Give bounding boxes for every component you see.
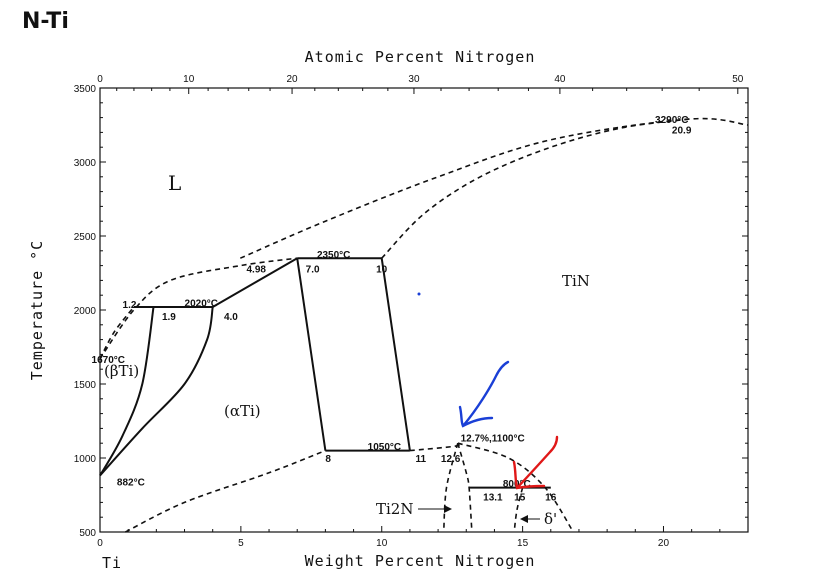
point-annotation: 4.98 <box>247 265 267 276</box>
solid-boundary <box>296 258 327 451</box>
pointer-arrows <box>418 505 540 523</box>
phase-label-tin: TiN <box>562 272 590 290</box>
dashed-boundary <box>457 442 574 533</box>
x2-tick-label: 50 <box>732 74 744 85</box>
phase-label-alpha-ti: (αTi) <box>224 402 261 420</box>
dashed-boundary <box>125 449 326 533</box>
x2-tick-label: 0 <box>97 74 103 85</box>
point-annotation: 15 <box>514 492 526 503</box>
point-annotation: 1.2 <box>123 300 137 311</box>
point-annotation: 20.9 <box>672 125 692 136</box>
y-tick-label: 2500 <box>74 232 97 243</box>
plot-frame <box>99 87 749 533</box>
y-axis-label: Temperature °C <box>28 240 46 380</box>
point-annotation: 1670°C <box>92 355 125 366</box>
blue-dot <box>417 292 421 296</box>
x2-tick-label: 30 <box>408 74 420 85</box>
point-annotation: 882°C <box>117 478 145 489</box>
solid-boundary <box>380 258 411 451</box>
point-annotation: 16 <box>545 492 557 503</box>
point-annotation: 2350°C <box>317 250 350 261</box>
x-tick-label: 5 <box>238 538 244 549</box>
x2-tick-label: 40 <box>554 74 566 85</box>
phase-label-ti2n: Ti2N <box>376 500 413 518</box>
red-check-mark <box>512 435 559 490</box>
solid-boundary <box>212 257 298 308</box>
phase-boundaries <box>99 117 749 533</box>
ti-end-label: Ti <box>102 554 122 572</box>
point-annotation: 3290°C <box>655 115 688 126</box>
dashed-boundary <box>409 442 461 452</box>
chart-title: N-Ti <box>22 9 69 34</box>
solid-boundary <box>99 306 214 477</box>
ti2n-arrow-head <box>444 505 452 513</box>
phase-label-beta-ti: (βTi) <box>104 362 139 380</box>
x-axis-label: Weight Percent Nitrogen <box>305 552 536 570</box>
y-tick-label: 3500 <box>74 84 97 95</box>
x-tick-label: 0 <box>97 538 103 549</box>
top-axis-label: Atomic Percent Nitrogen <box>305 48 536 66</box>
dashed-boundary <box>442 443 459 533</box>
phase-label-liquid: L <box>168 171 181 195</box>
dashed-boundary <box>457 442 473 533</box>
annotations: 3290°C20.9 2350°C 4.98 7.0 10 1.2 2020°C 1.9 4.0… <box>92 115 692 503</box>
y-tick-label: 500 <box>79 528 96 539</box>
point-annotation: 1.9 <box>162 312 176 323</box>
x-tick-label: 10 <box>376 538 388 549</box>
solid-boundary <box>99 306 155 476</box>
x2-tick-label: 10 <box>183 74 195 85</box>
point-annotation: 13.1 <box>483 492 503 503</box>
y-tick-label: 3000 <box>74 158 97 169</box>
axis-ticks: 0 5 10 15 20 0 10 20 30 40 50 500 1000 1500 2000 2500 30… <box>74 74 749 549</box>
point-annotation: 1050°C <box>368 442 401 453</box>
point-annotation: 11 <box>416 454 427 465</box>
phase-label-delta-prime: δ' <box>544 510 557 528</box>
x-tick-label: 20 <box>658 538 670 549</box>
phase-labels: L TiN (βTi) (αTi) Ti2N δ' <box>104 171 590 528</box>
dashed-boundary <box>239 117 749 259</box>
point-annotation: 4.0 <box>224 312 238 323</box>
hand-marks <box>417 292 559 490</box>
y-tick-label: 2000 <box>74 306 97 317</box>
point-annotation: 7.0 <box>306 265 320 276</box>
dashed-boundary <box>513 487 524 533</box>
point-annotation: 10 <box>376 265 388 276</box>
point-annotation: 8 <box>325 454 331 465</box>
x-tick-label: 15 <box>517 538 529 549</box>
y-tick-label: 1500 <box>74 380 97 391</box>
y-tick-label: 1000 <box>74 454 97 465</box>
delta-arrow-head <box>520 515 528 523</box>
point-annotation: 12.6 <box>441 454 461 465</box>
dashed-boundary <box>381 118 689 259</box>
point-annotation: 2020°C <box>185 299 218 310</box>
blue-check-mark <box>458 360 510 428</box>
x2-tick-label: 20 <box>286 74 298 85</box>
point-annotation: 12.7%,1100°C <box>461 433 525 444</box>
dashed-boundary <box>99 306 135 360</box>
